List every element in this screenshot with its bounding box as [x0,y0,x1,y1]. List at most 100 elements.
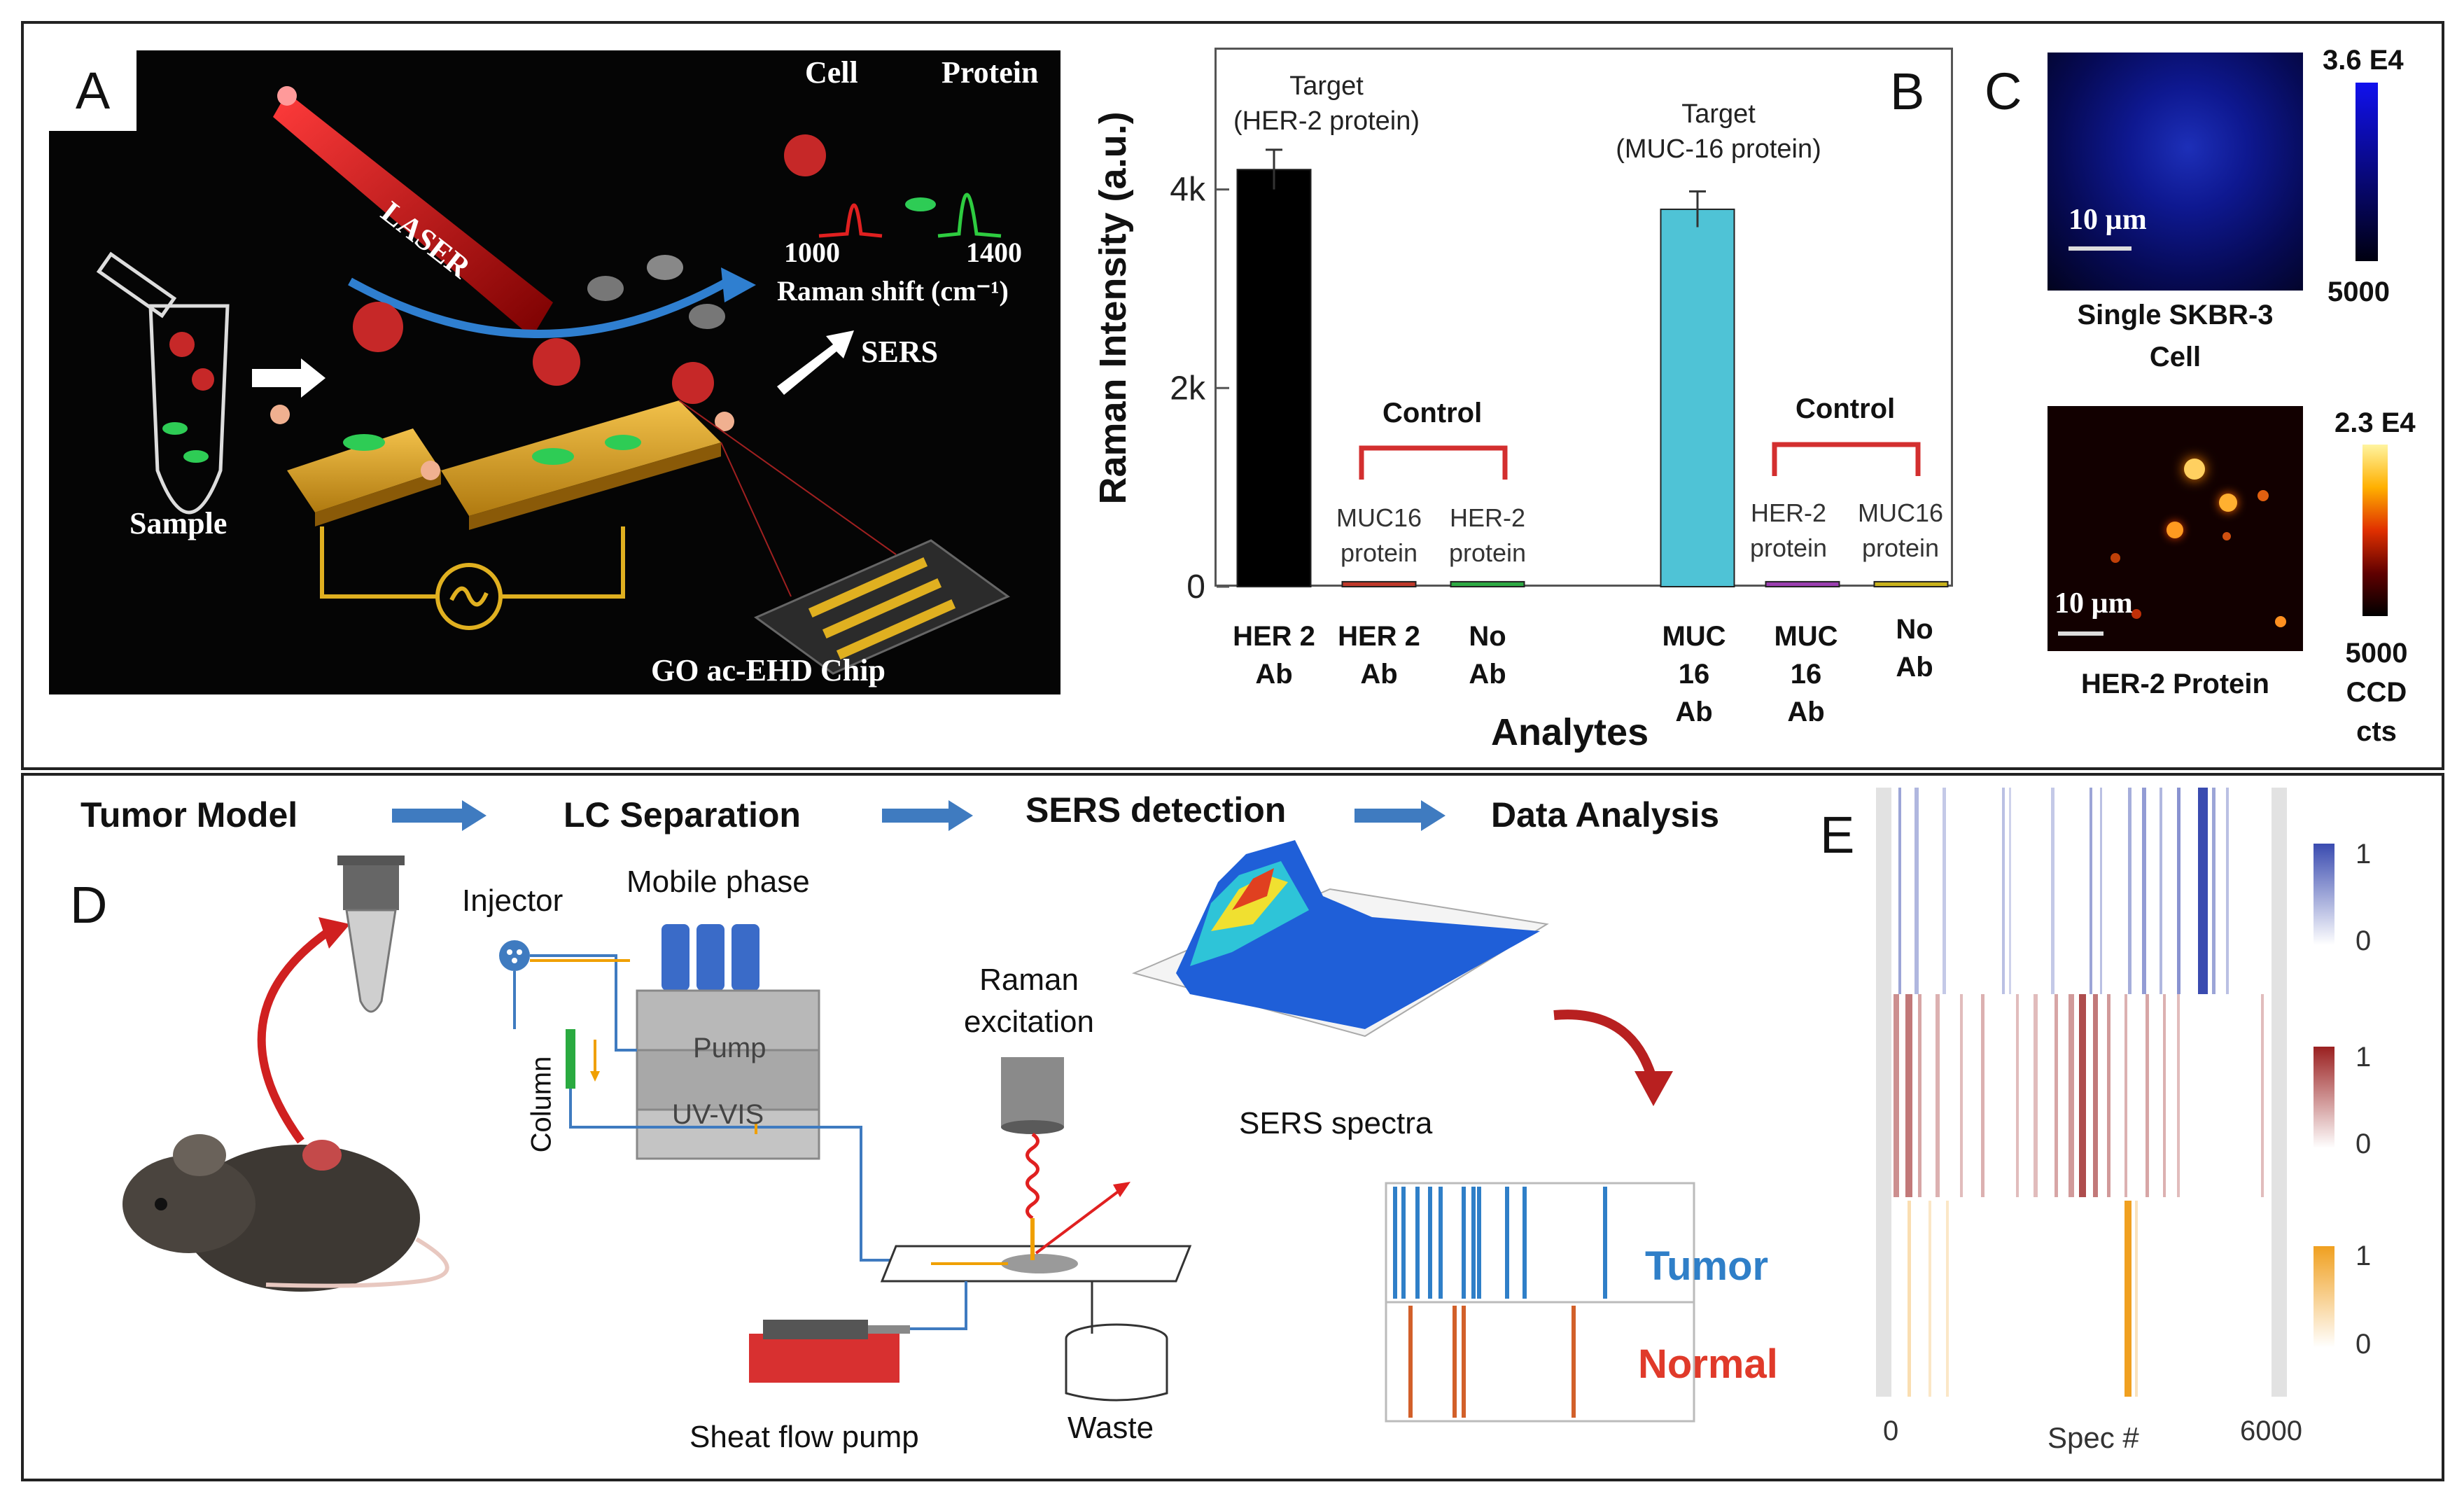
red-band [2177,994,2180,1197]
eppendorf-tube [343,861,399,910]
colorbar-e-red [2314,1047,2334,1148]
red-band [1935,994,1940,1197]
electrode-right [441,400,721,516]
pump-label: Pump [693,1033,766,1063]
scale-text-2: 10 µm [2054,587,2133,620]
cb-e-bot-min: 0 [2356,1329,2372,1360]
raman-objective [1001,1057,1064,1127]
blue-band [2226,788,2229,994]
panel-c-label: C [1984,62,2022,120]
chip-cell [533,338,580,386]
electrode-right-side [469,442,721,530]
colorbar-blue [2356,83,2378,261]
blue-band [2142,788,2146,994]
orange-band [1928,1201,1931,1397]
mobile-phase-label: Mobile phase [626,865,810,899]
blue-band [2051,788,2054,994]
tube-protein [162,422,188,435]
chip-protein [605,435,641,450]
red-band [2261,994,2264,1197]
cb-e-top-max: 1 [2356,839,2372,870]
particle [689,304,725,329]
chip-protein [343,434,385,451]
sers-spectra-label: SERS spectra [1239,1106,1433,1140]
analysis-arrow [1553,1010,1657,1080]
blue-band [2198,788,2208,994]
tubing [569,1089,910,1262]
colorbar-heat [2362,445,2388,616]
red-band [1905,994,1912,1197]
heatmap-left-margin [1876,788,1891,1397]
red-band [2016,994,2019,1197]
sample-text: Sample [130,506,227,540]
bottom-frame [21,773,2444,1481]
tumor-band [1471,1187,1476,1299]
chip-cell [353,302,403,352]
tumor-band [1401,1187,1406,1299]
mouse-tumor [302,1140,342,1171]
tubing [530,954,637,1052]
red-band [2033,994,2038,1197]
her2-title: HER-2 Protein [2081,669,2269,699]
laser-beam [273,92,553,337]
heatmap-right-margin [2272,788,2287,1397]
blue-band [2160,788,2162,994]
tube-protein [183,450,209,463]
red-band [2107,994,2110,1197]
scale-text-1: 10 µm [2068,204,2147,236]
colorbar-blue-min: 5000 [2328,277,2390,307]
red-band [2068,994,2074,1197]
free-particle [715,412,734,431]
arrow-to-chip [252,358,326,398]
blue-band [1942,788,1946,994]
free-particle [421,461,440,480]
tumor-band [1393,1187,1397,1299]
inset-protein [905,197,936,211]
her2-image [2047,406,2303,651]
mouse-ear [173,1134,226,1176]
tumor-band [1477,1187,1481,1299]
colorbar-heat-max: 2.3 E4 [2334,407,2416,438]
blue-band [2009,788,2011,994]
tumor-band [1415,1187,1420,1299]
tumor-band [1428,1187,1432,1299]
control-label-1: Control [1382,398,1483,428]
control-label-2: Control [1795,393,1896,424]
uvvis-box [636,1049,820,1111]
sers-surface-plot [1131,840,1549,1038]
panel-a-image: A LASER Cell Protein 1000 1400 Raman shi… [49,50,1060,694]
blue-band [2177,788,2180,994]
normal-label: Normal [1638,1341,1778,1387]
red-band [1981,994,1984,1197]
ac-source-icon [435,563,503,630]
blue-band [1898,788,1901,994]
excitation-wave [1026,1132,1040,1220]
flow-arc-head [721,267,756,302]
red-band [2079,994,2086,1197]
mouse-tail [265,1237,449,1288]
pipette [96,251,177,319]
flow-step-tumor-model: Tumor Model [80,795,298,835]
target2-label: Target (MUC-16 protein) [1596,97,1841,167]
mouse-head [122,1155,255,1253]
chip-protein [532,448,574,465]
cb-e-mid-min: 0 [2356,1129,2372,1159]
normal-band [1408,1306,1413,1418]
flow-step-lc-separation: LC Separation [564,795,801,835]
tumor-band [1603,1187,1607,1299]
blue-band [1914,788,1919,994]
orange-band [1946,1201,1949,1397]
electrode-left-side [315,470,441,526]
panel-a-label: A [49,50,136,131]
red-band [2124,994,2127,1197]
free-particle [270,405,290,424]
electrode-left [287,428,441,512]
flow-arrow-3 [1354,800,1446,831]
